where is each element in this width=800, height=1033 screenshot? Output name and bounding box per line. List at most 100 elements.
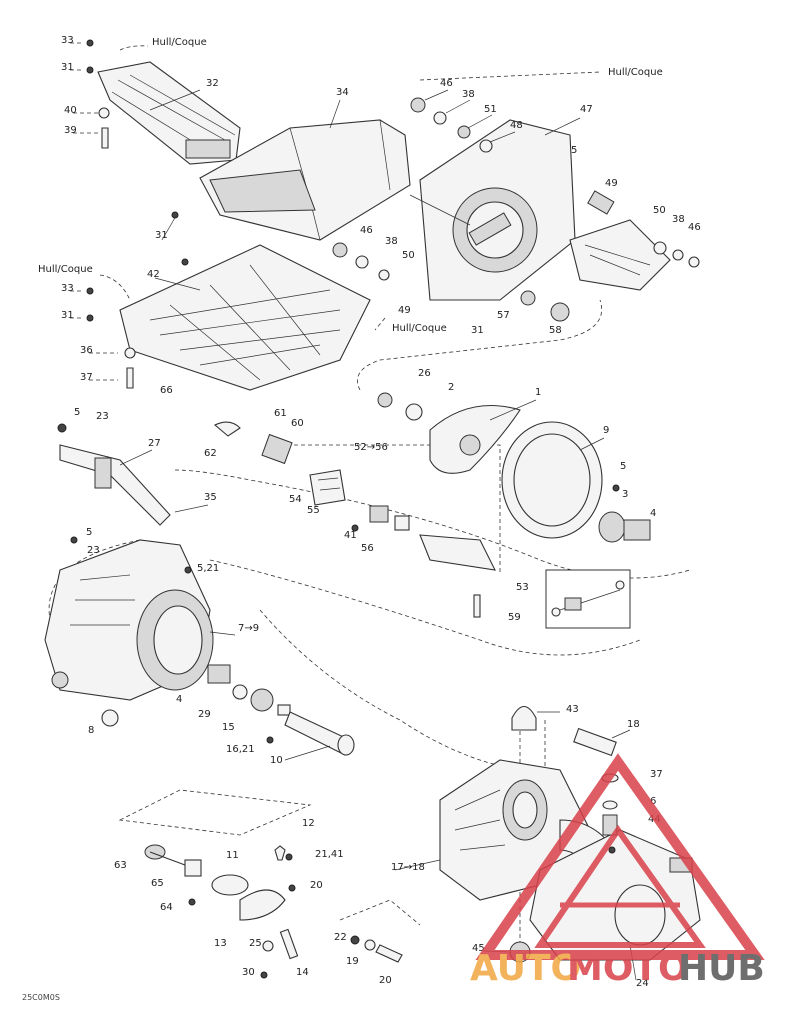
callout-lhull2: Hull/Coque [608, 67, 663, 78]
callout-l5c: 5 [620, 461, 626, 472]
callout-l1: 1 [535, 387, 541, 398]
callout-l33b: 33 [61, 283, 74, 294]
callout-l3: 3 [622, 489, 628, 500]
callout-l42: 42 [147, 269, 160, 280]
callout-l24: 24 [636, 978, 649, 989]
callout-l8: 8 [88, 725, 94, 736]
callout-l31b: 31 [155, 230, 168, 241]
callout-l66: 66 [160, 385, 173, 396]
watermark-triangle-logo [475, 753, 765, 960]
callout-l52_56: 52→56 [354, 442, 388, 453]
callout-l46b: 46 [688, 222, 701, 233]
callout-l5a: 5 [571, 145, 577, 156]
callout-l56: 56 [361, 543, 374, 554]
callout-lhull3: Hull/Coque [38, 264, 93, 275]
callout-l55: 55 [307, 505, 320, 516]
callout-l20a: 20 [310, 880, 323, 891]
callout-l50b: 50 [402, 250, 415, 261]
callout-l37a: 37 [80, 372, 93, 383]
callout-l57: 57 [497, 310, 510, 321]
callout-l45: 45 [472, 943, 485, 954]
callout-l2: 2 [448, 382, 454, 393]
trim-rod-assembly-53 [309, 469, 496, 618]
callout-l5_21a: 5,21 [197, 563, 219, 574]
reverse-hardware [144, 844, 403, 979]
callout-l49b: 49 [398, 305, 411, 316]
callout-l7_9: 7→9 [238, 623, 259, 634]
callout-l31c: 31 [471, 325, 484, 336]
callout-l26: 26 [418, 368, 431, 379]
transom-housing-47 [409, 119, 576, 301]
callout-l50a: 50 [653, 205, 666, 216]
callout-l33a: 33 [61, 35, 74, 46]
callout-l38b: 38 [672, 214, 685, 225]
callout-l20b: 20 [379, 975, 392, 986]
callout-lhull1: Hull/Coque [152, 37, 207, 48]
callout-l23b: 23 [87, 545, 100, 556]
hull-bracket-32 [97, 61, 241, 165]
callout-l17_18: 17→18 [391, 862, 425, 873]
jet-cover-34 [199, 119, 411, 241]
callout-l4a: 4 [650, 508, 656, 519]
callout-l19: 19 [346, 956, 359, 967]
callout-l4b: 4 [176, 694, 182, 705]
callout-l25: 25 [249, 938, 262, 949]
callout-l32: 32 [206, 78, 219, 89]
figure-code: 25C0M0S [22, 993, 60, 1002]
callout-l41: 41 [344, 530, 357, 541]
callout-l5b: 5 [74, 407, 80, 418]
callout-l29: 29 [198, 709, 211, 720]
callout-l54: 54 [289, 494, 302, 505]
pump-housing-7-9 [44, 536, 214, 727]
callout-l60: 60 [291, 418, 304, 429]
callout-l53: 53 [516, 582, 529, 593]
callout-l49a: 49 [605, 178, 618, 189]
watermark-moto: MOTO [567, 948, 689, 989]
callout-l10: 10 [270, 755, 283, 766]
callout-l14: 14 [296, 967, 309, 978]
callout-l30: 30 [242, 967, 255, 978]
callout-l21_41: 21,41 [315, 849, 344, 860]
callout-l35: 35 [204, 492, 217, 503]
callout-l22: 22 [334, 932, 347, 943]
steering-linkage-27 [57, 421, 293, 526]
left-hardware [86, 39, 189, 389]
automotohub-watermark: AUTO MOTO HUB [470, 753, 765, 989]
trim-linkage-49 [569, 190, 700, 291]
callout-l34: 34 [336, 87, 349, 98]
callout-l61: 61 [274, 408, 287, 419]
callout-l63: 63 [114, 860, 127, 871]
inset-detail-box [545, 569, 631, 629]
callout-l5d: 5 [86, 527, 92, 538]
callout-l16_21: 16,21 [226, 744, 255, 755]
callout-l38a: 38 [462, 89, 475, 100]
callout-l65: 65 [151, 878, 164, 889]
callout-l48: 48 [510, 120, 523, 131]
callout-l36: 36 [80, 345, 93, 356]
callout-l13: 13 [214, 938, 227, 949]
callout-l43: 43 [566, 704, 579, 715]
callout-l39: 39 [64, 125, 77, 136]
callout-l12: 12 [302, 818, 315, 829]
callout-l59: 59 [508, 612, 521, 623]
washer-stack-top [332, 97, 570, 322]
callout-l47: 47 [580, 104, 593, 115]
callout-l9: 9 [603, 425, 609, 436]
callout-l46a: 46 [440, 78, 453, 89]
callout-l31a: 31 [61, 62, 74, 73]
callout-l58: 58 [549, 325, 562, 336]
callout-l31d: 31 [61, 310, 74, 321]
callout-l37b: 37 [650, 769, 663, 780]
callout-l46c: 46 [360, 225, 373, 236]
callout-l51: 51 [484, 104, 497, 115]
callout-l64: 64 [160, 902, 173, 913]
callout-l15: 15 [222, 722, 235, 733]
callout-lhull4: Hull/Coque [392, 323, 447, 334]
intake-grate-66 [119, 244, 371, 391]
callout-l11: 11 [226, 850, 239, 861]
callout-l23a: 23 [96, 411, 109, 422]
callout-l18: 18 [627, 719, 640, 730]
impeller-and-wear-ring [377, 392, 651, 543]
callout-l38c: 38 [385, 236, 398, 247]
